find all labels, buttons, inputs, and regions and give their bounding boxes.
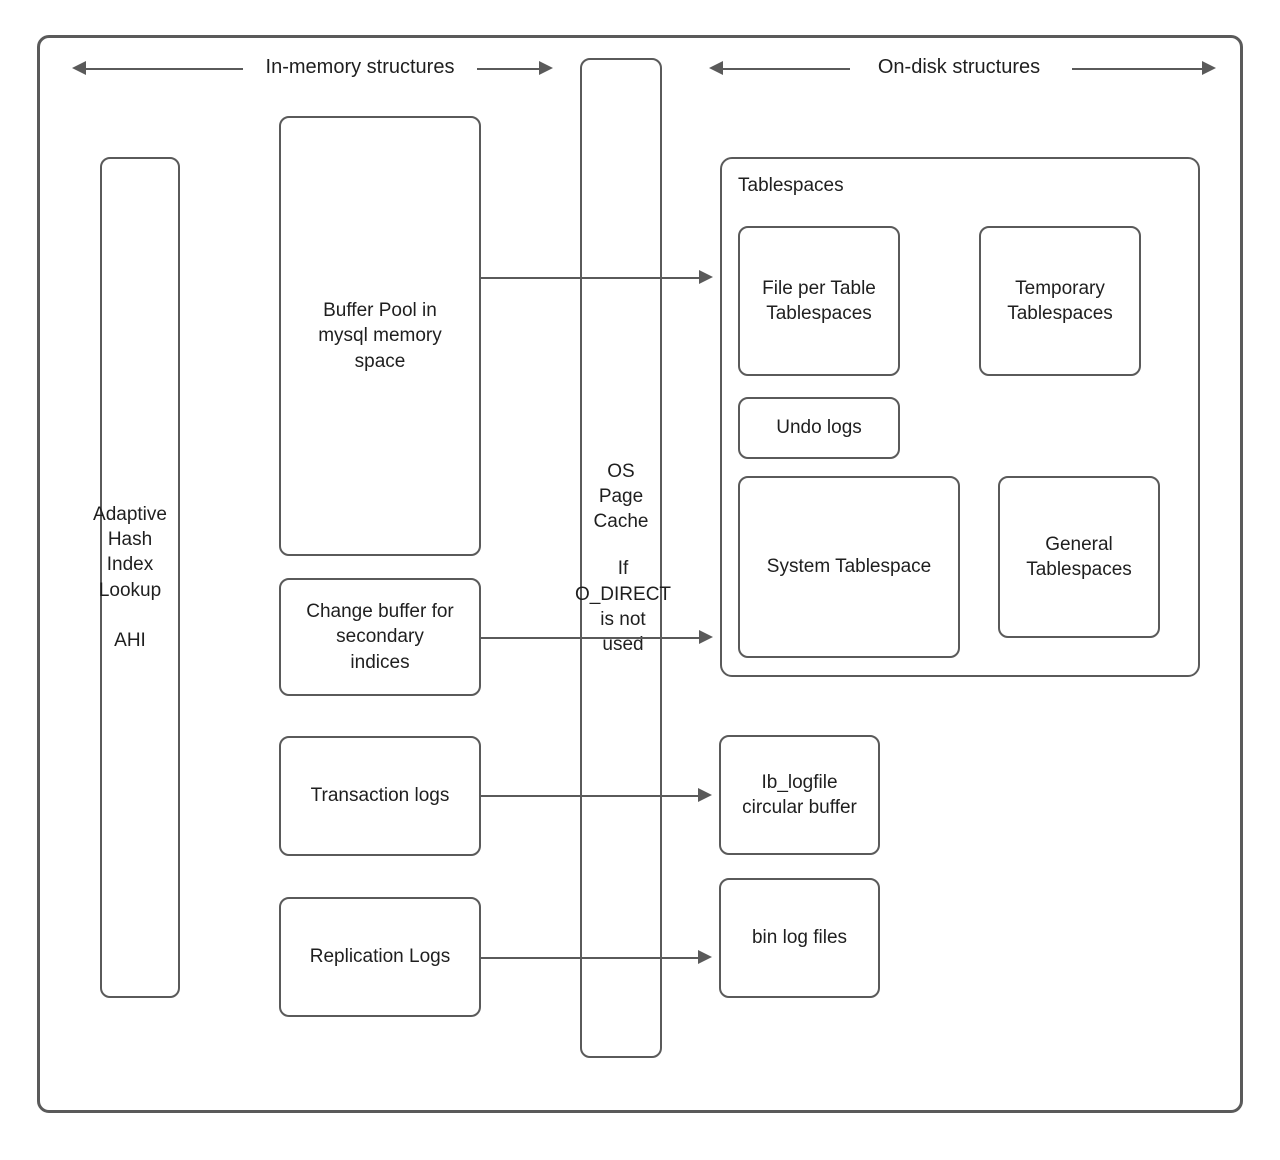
node-buffer-pool[interactable]: Buffer Pool in mysql memory space — [279, 116, 481, 556]
node-os-page-cache-label: OS Page Cache — [593, 461, 649, 533]
node-ib-logfile-label: Ib_logfile circular buffer — [742, 771, 857, 818]
connector-change-buffer-to-system-tablespace-head — [699, 630, 713, 644]
node-system-tablespace-label: System Tablespace — [766, 556, 932, 578]
node-transaction-logs-label: Transaction logs — [310, 785, 450, 807]
node-undo-logs[interactable]: Undo logs — [738, 397, 900, 459]
connector-transaction-logs-to-ib-logfile — [481, 795, 698, 797]
node-replication-logs-label: Replication Logs — [309, 946, 451, 968]
node-temporary-tablespaces-label: Temporary Tablespaces — [1007, 277, 1113, 324]
node-transaction-logs[interactable]: Transaction logs — [279, 736, 481, 856]
in-memory-arrow-right-line — [477, 68, 539, 70]
node-file-per-table-tablespaces-label: File per Table Tablespaces — [762, 277, 876, 324]
node-bin-log-files[interactable]: bin log files — [719, 878, 880, 998]
in-memory-arrow-left-head — [72, 61, 86, 75]
node-general-tablespaces[interactable]: General Tablespaces — [998, 476, 1160, 638]
node-change-buffer-label: Change buffer for secondary indices — [306, 601, 454, 673]
connector-replication-logs-to-bin-log-files — [481, 957, 698, 959]
node-general-tablespaces-label: General Tablespaces — [1026, 533, 1132, 580]
node-buffer-pool-label: Buffer Pool in mysql memory space — [318, 300, 442, 372]
connector-transaction-logs-to-ib-logfile-head — [698, 788, 712, 802]
band-label-on-disk: On-disk structures — [877, 56, 1041, 78]
node-system-tablespace[interactable]: System Tablespace — [738, 476, 960, 658]
node-temporary-tablespaces[interactable]: Temporary Tablespaces — [979, 226, 1141, 376]
node-undo-logs-label: Undo logs — [776, 417, 862, 439]
on-disk-arrow-left-head — [709, 61, 723, 75]
in-memory-arrow-right-head — [539, 61, 553, 75]
on-disk-arrow-right-line — [1072, 68, 1202, 70]
node-bin-log-files-label: bin log files — [751, 927, 848, 949]
in-memory-arrow-left-line — [86, 68, 243, 70]
node-replication-logs[interactable]: Replication Logs — [279, 897, 481, 1017]
node-os-page-cache-note: If O_DIRECT is not used — [574, 558, 672, 655]
node-ib-logfile[interactable]: Ib_logfile circular buffer — [719, 735, 880, 855]
node-file-per-table-tablespaces[interactable]: File per Table Tablespaces — [738, 226, 900, 376]
connector-buffer-pool-to-tablespaces-head — [699, 270, 713, 284]
band-label-in-memory: In-memory structures — [265, 56, 455, 78]
connector-buffer-pool-to-tablespaces — [481, 277, 699, 279]
connector-change-buffer-to-system-tablespace — [481, 637, 699, 639]
node-os-page-cache[interactable]: OS Page Cache If O_DIRECT is not used — [575, 58, 671, 1058]
connector-replication-logs-to-bin-log-files-head — [698, 950, 712, 964]
node-adaptive-hash-index[interactable]: Adaptive Hash Index Lookup AHI — [93, 157, 180, 998]
node-adaptive-hash-index-label: Adaptive Hash Index Lookup AHI — [93, 504, 167, 651]
on-disk-arrow-left-line — [723, 68, 850, 70]
on-disk-arrow-right-head — [1202, 61, 1216, 75]
node-change-buffer[interactable]: Change buffer for secondary indices — [279, 578, 481, 696]
group-tablespaces-title: Tablespaces — [738, 175, 844, 196]
